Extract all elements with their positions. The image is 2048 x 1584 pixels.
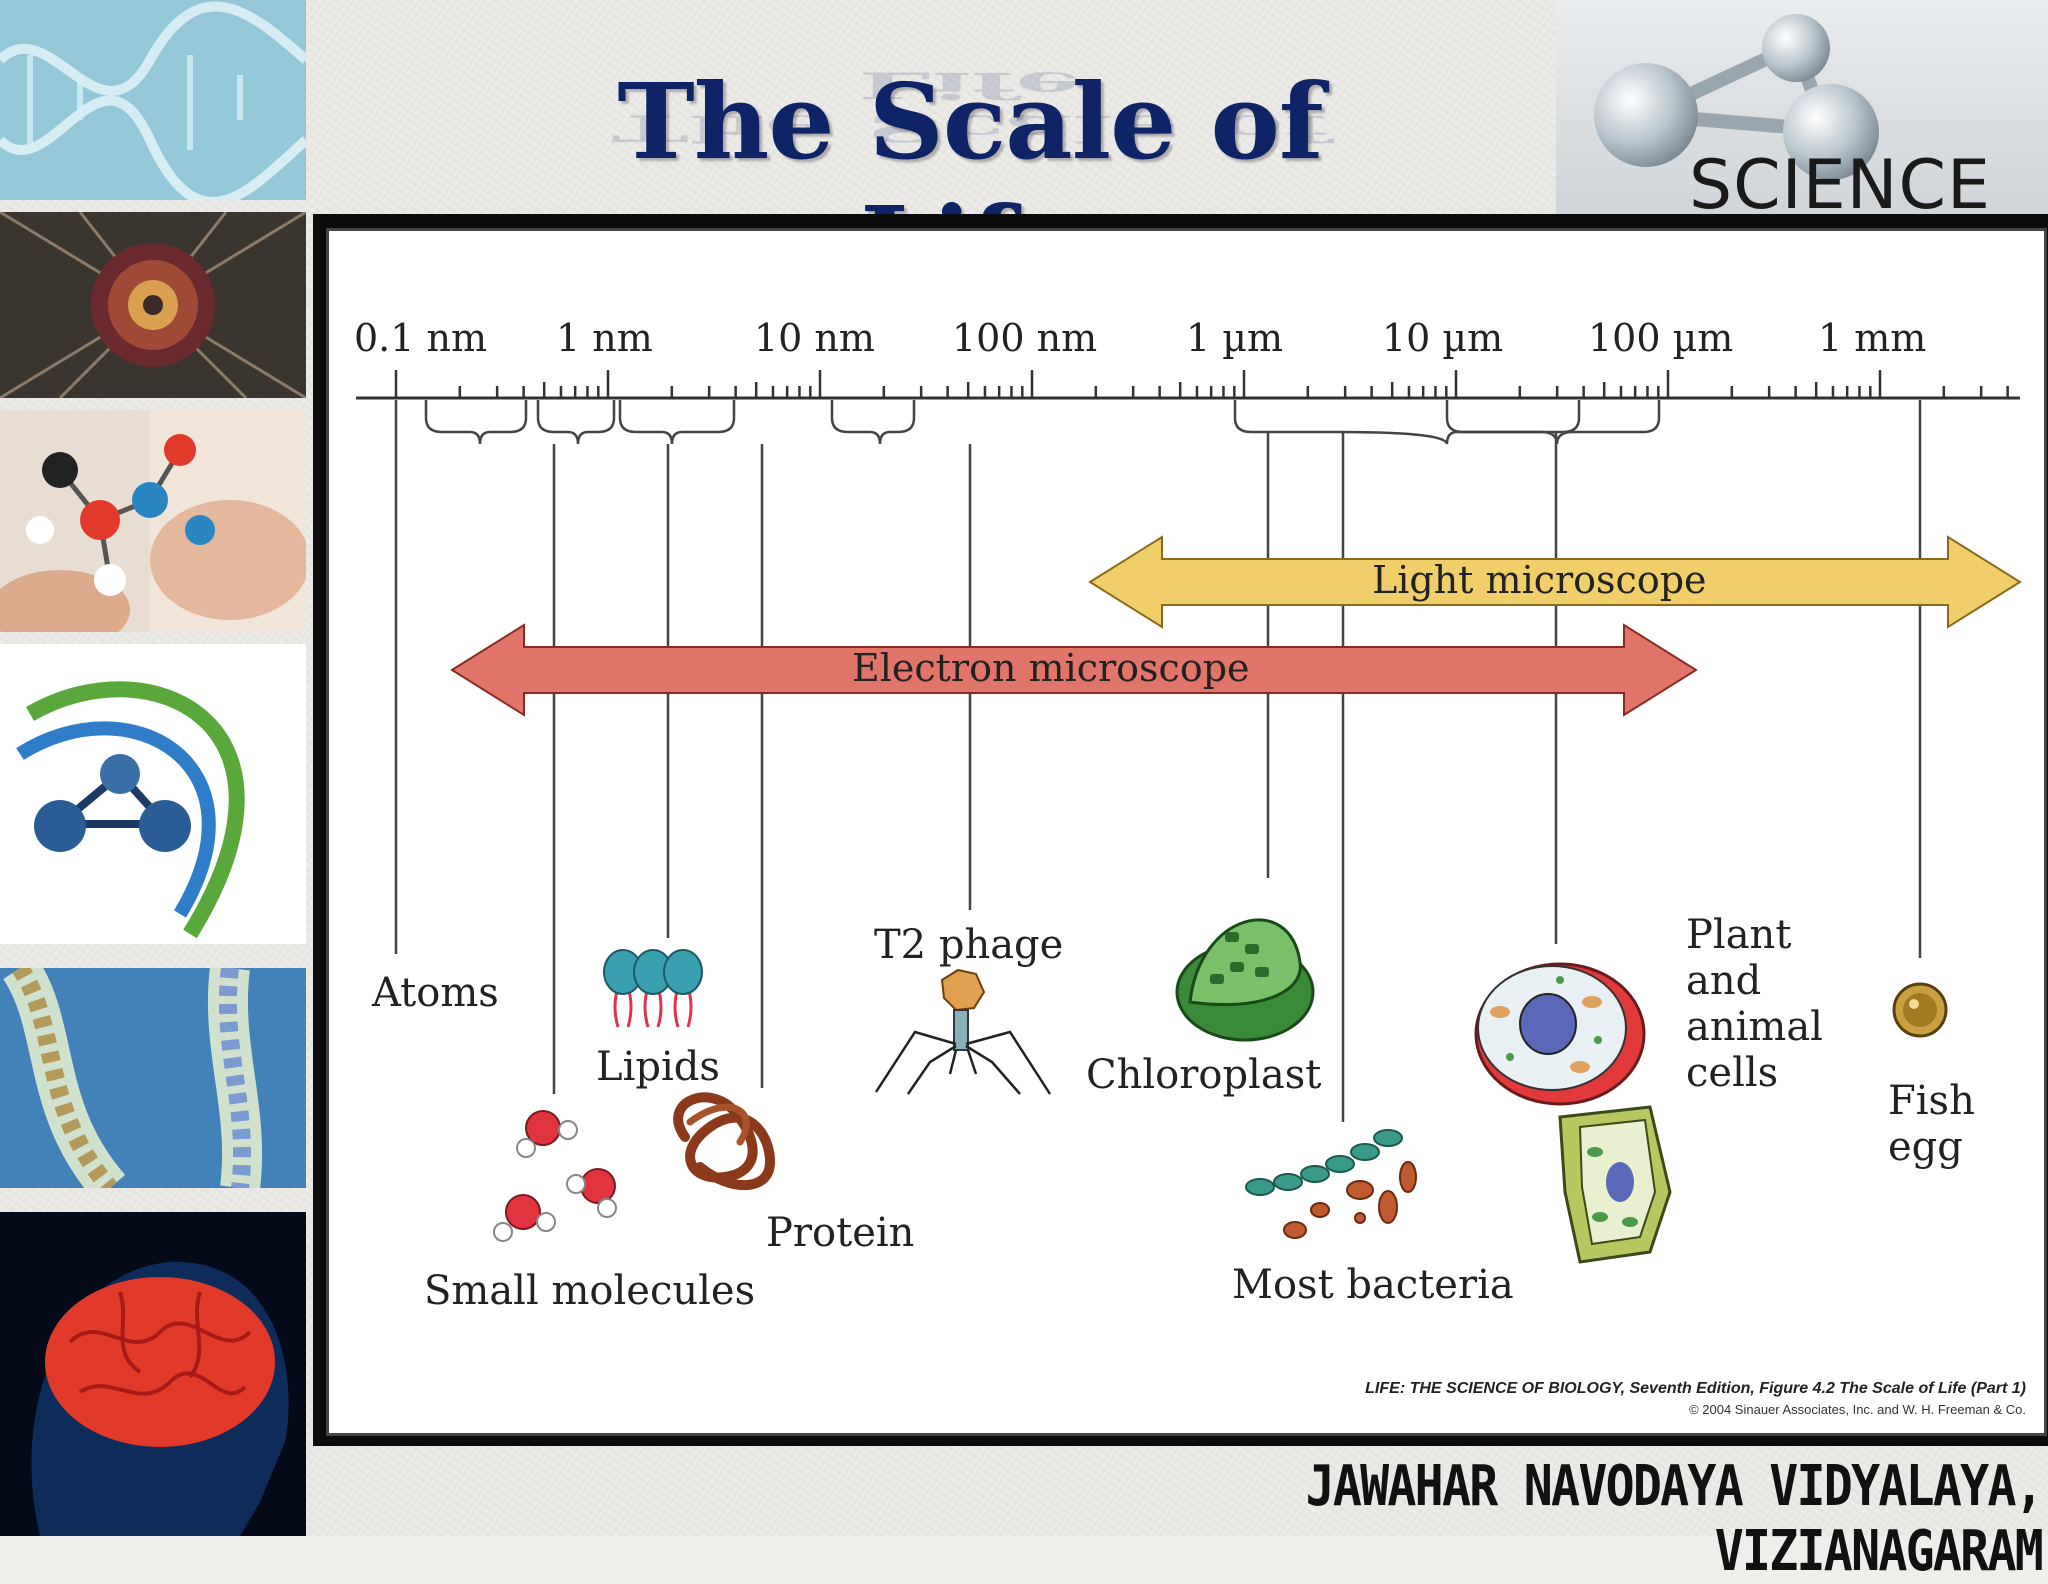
t2-phage-label: T2 phage	[874, 922, 1064, 968]
lipids-illustration	[603, 949, 703, 1028]
science-logo	[1556, 0, 2048, 218]
dna-helix-image	[0, 0, 306, 200]
chloroplast-label: Chloroplast	[1086, 1052, 1322, 1098]
particle-accelerator-image	[0, 212, 306, 398]
lipids-label: Lipids	[596, 1044, 720, 1090]
diagram-graphics	[356, 370, 2022, 1264]
scale-label-1nm: 1 nm	[556, 316, 653, 360]
range-brackets	[424, 400, 1661, 445]
small-molecules-label: Small molecules	[424, 1268, 756, 1314]
scale-of-life-diagram: 0.1 nm 1 nm 10 nm 100 nm 1 µm 10 µm 100 …	[330, 232, 2040, 1428]
most-bacteria-label: Most bacteria	[1232, 1262, 1514, 1308]
brain-image	[0, 1212, 306, 1536]
plant-animal-cells-label-line2: and	[1686, 958, 1762, 1004]
science-logo-text: SCIENCE	[1689, 146, 1991, 225]
small-molecules-illustration	[493, 1110, 617, 1242]
atoms-label: Atoms	[372, 970, 499, 1016]
diagram-panel	[326, 228, 2047, 1436]
plant-animal-cells-label-line1: Plant	[1686, 912, 1792, 958]
fish-egg-label-line2: egg	[1888, 1124, 1963, 1170]
plant-cell-illustration	[1558, 1105, 1672, 1264]
plant-animal-cells-label-line4: cells	[1686, 1050, 1779, 1096]
bacteria-illustration	[1245, 1129, 1417, 1239]
light-microscope-arrow	[1088, 535, 2022, 629]
scale-label-1mm: 1 mm	[1818, 316, 1927, 360]
chloroplast-illustration	[1175, 918, 1315, 1042]
scale-label-100um: 100 µm	[1588, 316, 1734, 360]
protein-label: Protein	[766, 1210, 915, 1256]
fish-egg-label-line1: Fish	[1888, 1078, 1975, 1124]
light-microscope-label: Light microscope	[1372, 558, 1707, 602]
scale-axis-ticks	[394, 370, 2009, 398]
electron-microscope-arrow	[450, 623, 1698, 717]
chromosomes-image	[0, 968, 306, 1188]
scale-label-10um: 10 µm	[1382, 316, 1504, 360]
scale-label-10nm: 10 nm	[754, 316, 875, 360]
molecule-swoosh-logo	[0, 644, 306, 944]
figure-credit: LIFE: THE SCIENCE OF BIOLOGY, Seventh Ed…	[1365, 1380, 2026, 1397]
plant-animal-cells-label-line3: animal	[1686, 1004, 1823, 1050]
scale-label-1um: 1 µm	[1186, 316, 1283, 360]
school-name-footer: JAWAHAR NAVODAYA VIDYALAYA, VIZIANAGARAM	[1305, 1454, 2044, 1584]
electron-microscope-label: Electron microscope	[852, 646, 1250, 690]
t2-phage-illustration	[874, 968, 1052, 1095]
animal-cell-illustration	[1474, 962, 1646, 1106]
protein-illustration	[673, 1092, 776, 1191]
molecule-model-image	[0, 410, 306, 632]
scale-label-100nm: 100 nm	[952, 316, 1098, 360]
scale-label-0-1nm: 0.1 nm	[354, 316, 488, 360]
figure-copyright: © 2004 Sinauer Associates, Inc. and W. H…	[1689, 1402, 2026, 1417]
image-strip	[0, 0, 308, 1536]
fish-egg-illustration	[1892, 982, 1948, 1038]
